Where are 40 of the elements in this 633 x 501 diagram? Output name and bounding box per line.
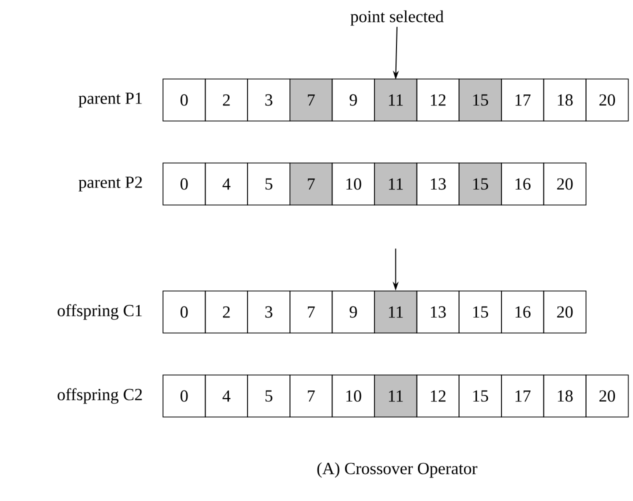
array-cell: 4 (204, 162, 248, 206)
row-label: parent P2 (78, 176, 142, 192)
array-cell: 18 (543, 78, 586, 122)
row-label: offspring C2 (58, 388, 142, 404)
array-cell: 11 (374, 290, 418, 334)
array-cell: 7 (290, 290, 333, 334)
array-cell: 0 (162, 374, 206, 418)
array-cell: 17 (501, 78, 544, 122)
array-cell: 2 (204, 78, 248, 122)
array-cell: 2 (204, 290, 248, 334)
array-cell: 5 (247, 374, 290, 418)
row-label: offspring C1 (58, 304, 142, 320)
array-cell: 7 (290, 78, 333, 122)
array-cell: 15 (458, 162, 502, 206)
array-cell: 4 (204, 374, 248, 418)
array-cell: 20 (586, 374, 629, 418)
array-cell: 17 (501, 374, 544, 418)
array-cell: 18 (543, 374, 586, 418)
array-cell: 7 (290, 374, 333, 418)
array-cell: 11 (374, 162, 418, 206)
array-cell: 20 (543, 162, 586, 206)
array-cell: 3 (247, 290, 290, 334)
array-cell: 7 (290, 162, 333, 206)
caption: (A) Crossover Operator (317, 462, 478, 478)
array-cell: 16 (501, 162, 544, 206)
row-label: parent P1 (78, 92, 142, 108)
array-cell: 0 (162, 290, 206, 334)
array-cell: 20 (586, 78, 629, 122)
array-cell: 13 (416, 290, 460, 334)
array-cell: 20 (543, 290, 586, 334)
array-cell: 11 (374, 78, 418, 122)
array-cell: 15 (458, 78, 502, 122)
array-cell: 0 (162, 78, 206, 122)
array-cell: 12 (416, 374, 460, 418)
array-cell: 15 (458, 290, 502, 334)
array-cell: 0 (162, 162, 206, 206)
array-cell: 16 (501, 290, 544, 334)
annotation-text: point selected (350, 10, 444, 26)
array-cell: 11 (374, 374, 418, 418)
array-cell: 15 (458, 374, 502, 418)
